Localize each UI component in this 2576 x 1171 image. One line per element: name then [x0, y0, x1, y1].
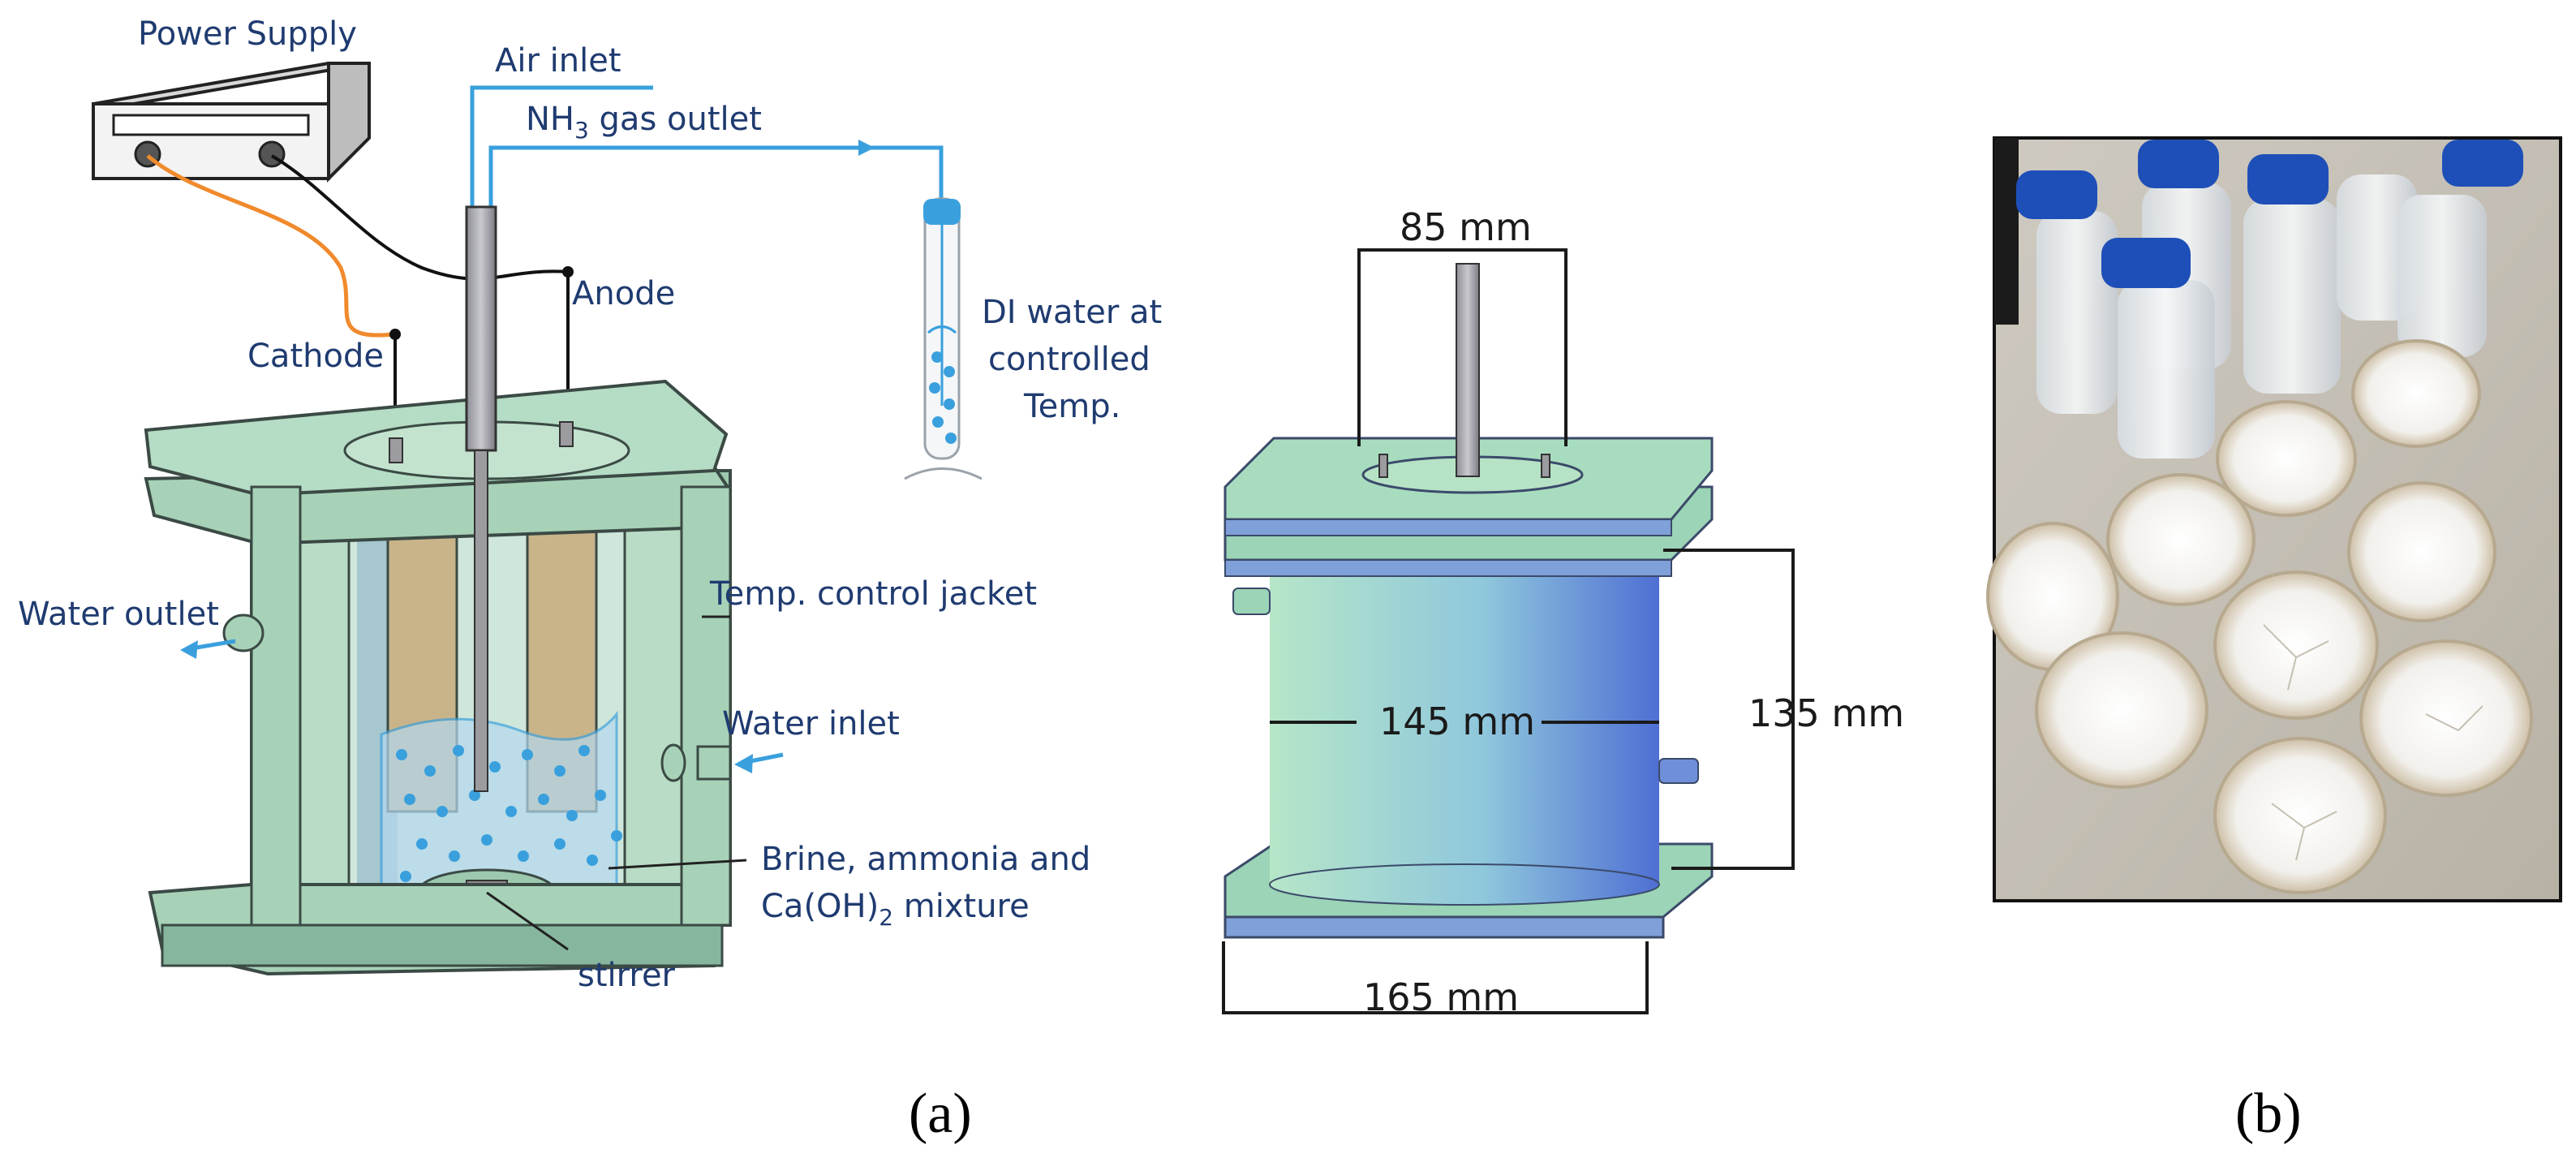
dim-body-width: 145 mm	[1379, 700, 1535, 743]
bowls	[1986, 339, 2533, 894]
anode-label: Anode	[572, 275, 675, 312]
temp-jacket-label: Temp. control jacket	[709, 575, 1037, 613]
reactor-cutaway	[144, 205, 733, 976]
panel-b-photo	[1986, 136, 2562, 902]
brine-label-2: Ca(OH)2 mixture	[761, 888, 1030, 931]
caption-a: (a)	[909, 1083, 972, 1145]
di-water-label-2: controlled	[988, 341, 1150, 378]
nh3-outlet-label: NH3 gas outlet	[526, 101, 762, 144]
air-inlet-pipe	[470, 85, 653, 207]
power-supply-label: Power Supply	[138, 15, 357, 53]
reactor-dimension-drawing: 85 mm 145 mm 135 mm 165 mm	[1222, 205, 1904, 1019]
stirrer-label: stirrer	[578, 957, 676, 994]
nh3-outlet-pipe	[488, 145, 944, 207]
di-water-label-1: DI water at	[982, 294, 1162, 331]
caption-b: (b)	[2235, 1083, 2302, 1145]
water-outlet-label: Water outlet	[18, 596, 219, 633]
dim-height: 135 mm	[1748, 691, 1904, 735]
water-inlet-label: Water inlet	[722, 705, 900, 743]
brine-label-1: Brine, ammonia and	[761, 841, 1090, 878]
bottles	[2016, 140, 2523, 458]
anode-wire	[270, 154, 569, 281]
power-supply-icon	[92, 62, 371, 183]
dim-base-width: 165 mm	[1363, 975, 1519, 1019]
di-water-label-3: Temp.	[1023, 388, 1120, 425]
cathode-label: Cathode	[247, 338, 384, 375]
panel-a-schematic: Power Supply Cathode Anode Air inlet NH3…	[18, 15, 1162, 994]
cathode-wire	[146, 154, 394, 338]
dim-top-width: 85 mm	[1400, 205, 1532, 249]
air-inlet-label: Air inlet	[495, 42, 621, 80]
di-water-tube-icon	[904, 197, 983, 480]
